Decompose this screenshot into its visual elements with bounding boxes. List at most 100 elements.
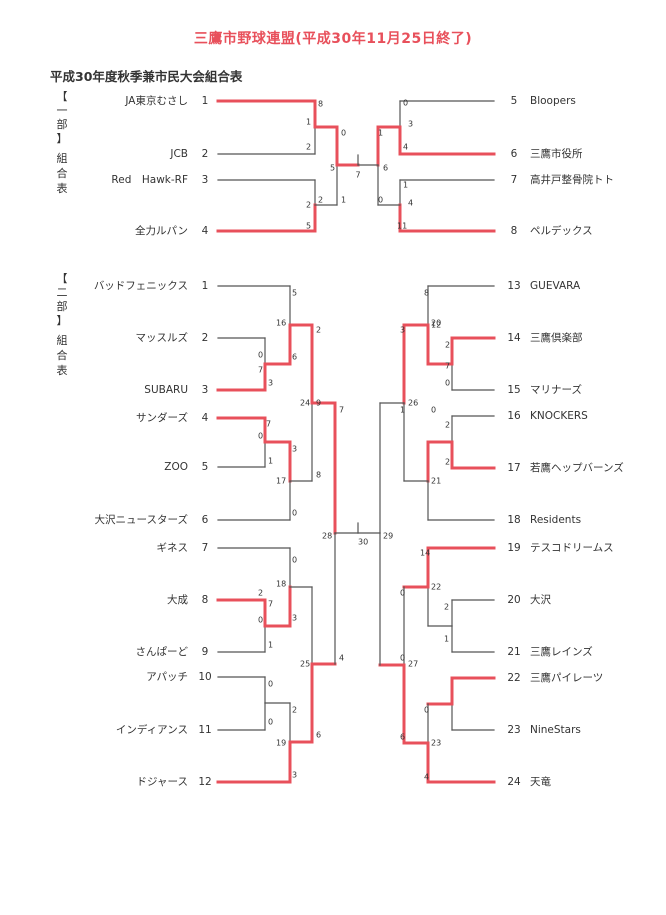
team-number: 3 <box>202 384 209 396</box>
score: 1 <box>341 196 346 205</box>
team-number: 8 <box>511 225 518 237</box>
team-number: 6 <box>511 148 518 160</box>
score: 7 <box>266 420 271 429</box>
team-number: 12 <box>198 776 211 788</box>
match-number: 20 <box>431 319 441 328</box>
team-number: 24 <box>507 776 521 788</box>
match-number: 7 <box>355 171 360 180</box>
score: 2 <box>445 458 450 467</box>
team-name: 大沢ニュースターズ <box>95 513 188 526</box>
team-name: Red Hawk-RF <box>111 174 188 186</box>
score: 14 <box>420 549 430 558</box>
score: 1 <box>378 129 383 138</box>
team-name: 若鷹ヘップバーンズ <box>530 461 624 474</box>
match-number: 16 <box>276 319 286 328</box>
team-number: 5 <box>511 95 518 107</box>
team-number: 6 <box>202 514 209 526</box>
team-number: 8 <box>202 594 209 606</box>
team-name: GUEVARA <box>530 280 581 292</box>
score: 0 <box>258 351 263 360</box>
team-number: 14 <box>507 332 521 344</box>
score: 8 <box>316 471 321 480</box>
team-name: さんぱーど <box>136 646 189 658</box>
team-name: JCB <box>169 148 188 160</box>
team-number: 16 <box>507 410 521 422</box>
team-number: 4 <box>202 225 209 237</box>
match-number: 22 <box>431 583 441 592</box>
match-number: 26 <box>408 399 418 408</box>
match-number: 5 <box>330 164 335 173</box>
team-name: 三鷹倶楽部 <box>530 331 583 344</box>
score: 9 <box>316 399 321 408</box>
match-number: 21 <box>431 477 441 486</box>
team-name: ZOO <box>164 461 188 473</box>
score: 1 <box>444 635 449 644</box>
score: 1 <box>268 641 273 650</box>
division-label: 【二部】 <box>57 272 68 327</box>
team-number: 3 <box>202 174 209 186</box>
team-number: 1 <box>202 280 209 292</box>
score: 7 <box>445 362 450 371</box>
match-number: 24 <box>300 399 310 408</box>
score: 2 <box>444 603 449 612</box>
team-number: 13 <box>507 280 520 292</box>
score: 3 <box>292 614 297 623</box>
team-number: 1 <box>202 95 209 107</box>
score: 2 <box>445 421 450 430</box>
match-number: 29 <box>383 532 393 541</box>
score: 6 <box>316 731 321 740</box>
score: 0 <box>445 379 450 388</box>
team-name: テスコドリームス <box>530 542 614 554</box>
score: 0 <box>268 718 273 727</box>
team-name: 大成 <box>167 593 188 606</box>
team-name: ドジャース <box>137 776 188 788</box>
team-name: SUBARU <box>144 384 188 396</box>
match-number: 30 <box>358 538 368 547</box>
match-number: 3 <box>408 120 413 129</box>
score: 3 <box>292 771 297 780</box>
score: 0 <box>400 589 405 598</box>
match-number: 17 <box>276 477 286 486</box>
score: 0 <box>258 616 263 625</box>
score: 11 <box>397 222 407 231</box>
score: 0 <box>292 509 297 518</box>
score: 0 <box>378 196 383 205</box>
team-number: 2 <box>202 332 209 344</box>
team-number: 19 <box>507 542 520 554</box>
team-name: マリナーズ <box>530 383 582 396</box>
score: 2 <box>445 341 450 350</box>
score: 3 <box>292 445 297 454</box>
score: 6 <box>400 733 405 742</box>
score: 1 <box>403 181 408 190</box>
score: 2 <box>316 326 321 335</box>
score: 12 <box>431 321 441 330</box>
match-number: 6 <box>383 164 388 173</box>
score: 8 <box>424 289 429 298</box>
match-number: 8 <box>318 100 323 109</box>
score: 0 <box>341 129 346 138</box>
team-number: 7 <box>511 174 518 186</box>
score: 6 <box>292 353 297 362</box>
team-name: 全力ルパン <box>135 224 188 237</box>
team-name: 天竜 <box>530 775 551 788</box>
team-name: Residents <box>530 514 581 526</box>
team-number: 2 <box>202 148 209 160</box>
team-name: NineStars <box>530 724 581 736</box>
match-number: 19 <box>276 739 286 748</box>
team-number: 9 <box>202 646 209 658</box>
team-name: マッスルズ <box>136 331 189 344</box>
score: 2 <box>292 706 297 715</box>
team-name: ペルデックス <box>530 224 593 237</box>
score: 1 <box>306 118 311 127</box>
team-number: 5 <box>202 461 209 473</box>
team-name: ギネス <box>157 542 189 554</box>
match-number: 28 <box>322 532 332 541</box>
team-name: 三鷹パイレーツ <box>530 671 603 684</box>
match-number: 23 <box>431 739 441 748</box>
team-name: 高井戸整骨院トト <box>530 173 614 186</box>
team-name: インディアンス <box>116 723 188 736</box>
score: 5 <box>292 289 297 298</box>
score: 4 <box>339 654 344 663</box>
team-name: 大沢 <box>530 593 551 606</box>
score: 3 <box>400 326 405 335</box>
